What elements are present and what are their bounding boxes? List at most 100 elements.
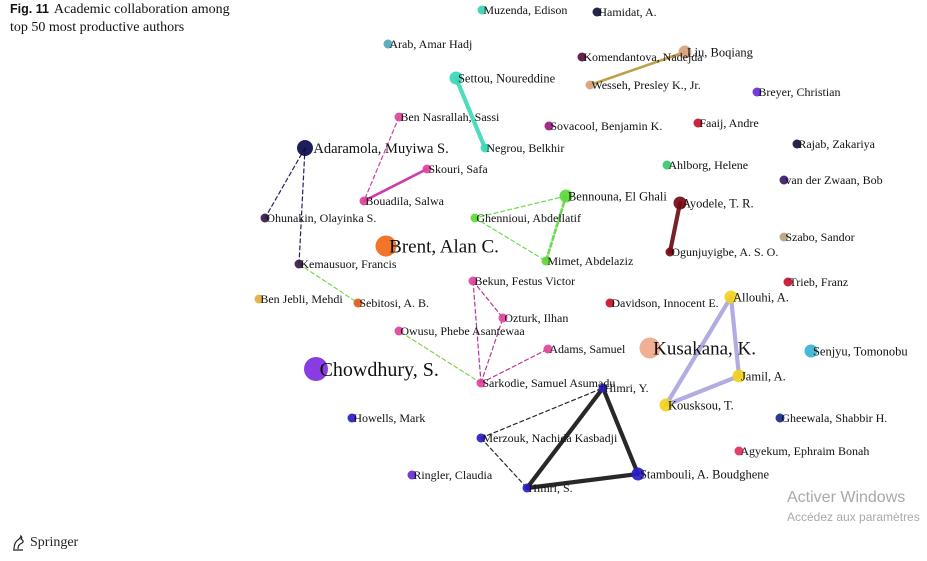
node-muzenda	[477, 5, 487, 15]
node-label-jamil: Jamil, A.	[741, 369, 786, 383]
node-label-bouadila: Bouadila, Salwa	[365, 194, 444, 208]
node-label-ohunakin: Ohunakin, Olayinka S.	[266, 211, 376, 225]
node-agyekum	[734, 446, 744, 456]
node-label-muzenda: Muzenda, Edison	[483, 3, 567, 17]
node-ohunakin	[260, 213, 270, 223]
node-sarkodie	[476, 378, 486, 388]
edge-adaramola-ohunakin	[264, 147, 306, 219]
node-label-breyer: Breyer, Christian	[758, 85, 840, 99]
node-label-bekun: Bekun, Festus Victor	[474, 274, 575, 288]
node-ahlborg	[662, 160, 672, 170]
edge-jamil-kousksou	[663, 373, 742, 408]
node-breyer	[752, 87, 762, 97]
node-mimet	[541, 256, 551, 266]
node-label-owusu: Owusu, Phebe Asantewaa	[400, 324, 525, 338]
node-himrisl	[522, 483, 532, 493]
edge-bennouna-ghennioui	[474, 195, 567, 219]
node-davidson	[605, 298, 615, 308]
node-label-gheewala: Gheewala, Shabbir H.	[781, 411, 887, 425]
node-label-ghennioui: Ghennioui, Abdellatif	[476, 211, 581, 225]
node-owusu	[394, 326, 404, 336]
node-label-negrou: Negrou, Belkhir	[486, 141, 564, 155]
node-bekun	[468, 276, 478, 286]
edge-merzouk-himrisl	[480, 437, 528, 489]
node-bennasrallah	[394, 112, 404, 122]
node-ozturk	[498, 313, 508, 323]
node-rajab	[792, 139, 802, 149]
node-label-trieb: Trieb, Franz	[789, 275, 848, 289]
edge-bekun-ozturk	[472, 280, 504, 319]
node-allouhi	[724, 290, 738, 304]
node-gheewala	[775, 413, 785, 423]
edge-bennouna-mimet	[544, 194, 568, 263]
edge-merzouk-himri	[480, 387, 604, 439]
node-label-howells: Howells, Mark	[353, 411, 425, 425]
edge-liu-wesseh	[588, 50, 687, 87]
node-ringler	[407, 470, 417, 480]
node-label-stambouli: Stambouli, A. Boudghene	[640, 467, 770, 481]
node-label-merzouk: Merzouk, Nachida Kasbadji	[482, 431, 618, 445]
windows-activation-watermark: Activer Windows Accédez aux paramètres	[787, 488, 920, 526]
node-label-allouhi: Allouhi, A.	[733, 290, 789, 304]
node-kemausuor	[294, 259, 304, 269]
node-vanderzwaan	[779, 175, 789, 185]
publisher-footer: Springer	[10, 534, 78, 552]
edge-sarkodie-owusu	[398, 330, 482, 384]
edge-ghennioui-mimet	[474, 217, 547, 262]
watermark-line2: Accédez aux paramètres	[787, 510, 920, 524]
node-wesseh	[585, 80, 595, 90]
node-label-brent: Brent, Alan C.	[389, 237, 499, 258]
node-label-ahlborg: Ahlborg, Helene	[668, 158, 748, 172]
node-adaramola	[297, 140, 313, 156]
publisher-name: Springer	[30, 535, 79, 550]
node-hamidat	[592, 7, 602, 17]
edge-himri-stambouli	[600, 385, 641, 477]
node-label-senjyu: Senjyu, Tomonobu	[813, 344, 908, 358]
node-settou	[449, 71, 463, 85]
edge-himri-himrisl	[524, 385, 606, 491]
edges-layer	[264, 50, 742, 491]
node-label-bennouna: Bennouna, El Ghali	[568, 189, 667, 203]
node-label-himri: Himri, Y.	[604, 381, 648, 395]
node-howells	[347, 413, 357, 423]
edge-sarkodie-ozturk	[480, 317, 504, 384]
edge-sarkodie-adams	[480, 348, 549, 384]
node-label-liu: Liu, Boqiang	[687, 45, 754, 59]
node-senjyu	[804, 344, 818, 358]
node-label-rajab: Rajab, Zakariya	[798, 137, 875, 151]
node-negrou	[480, 143, 490, 153]
node-label-hamidat: Hamidat, A.	[598, 5, 656, 19]
node-label-kemausuor: Kemausuor, Francis	[300, 257, 396, 271]
node-liu	[678, 45, 692, 59]
node-ghennioui	[470, 213, 480, 223]
node-label-ayodele: Ayodele, T. R.	[682, 196, 754, 210]
node-stambouli	[631, 467, 645, 481]
node-szabo	[779, 232, 789, 242]
edge-bouadila-skouri	[362, 167, 429, 203]
node-sebitosi	[353, 298, 363, 308]
node-jamil	[732, 369, 746, 383]
edge-allouhi-jamil	[728, 294, 742, 379]
node-label-vanderzwaan: van der Zwaan, Bob	[785, 173, 882, 187]
node-label-skouri: Skouri, Safa	[428, 162, 488, 176]
node-label-wesseh: Wesseh, Presley K., Jr.	[591, 78, 700, 92]
node-label-sovacool: Sovacool, Benjamin K.	[550, 119, 662, 133]
node-label-mimet: Mimet, Abdelaziz	[547, 254, 633, 268]
node-brent	[375, 235, 397, 257]
node-label-sarkodie: Sarkodie, Samuel Asumadu	[482, 376, 615, 390]
node-label-chowdhury: Chowdhury, S.	[320, 359, 439, 381]
node-ayodele	[673, 196, 687, 210]
node-label-faaij: Faaij, Andre	[699, 116, 758, 130]
node-merzouk	[476, 433, 486, 443]
node-benjebli	[254, 294, 264, 304]
node-kousksou	[659, 398, 673, 412]
node-label-himrisl: Himri, S.	[528, 481, 572, 495]
node-sovacool	[544, 121, 554, 131]
node-arab	[383, 39, 393, 49]
node-komendantova	[577, 52, 587, 62]
node-trieb	[783, 277, 793, 287]
edge-adaramola-kemausuor	[298, 147, 306, 265]
